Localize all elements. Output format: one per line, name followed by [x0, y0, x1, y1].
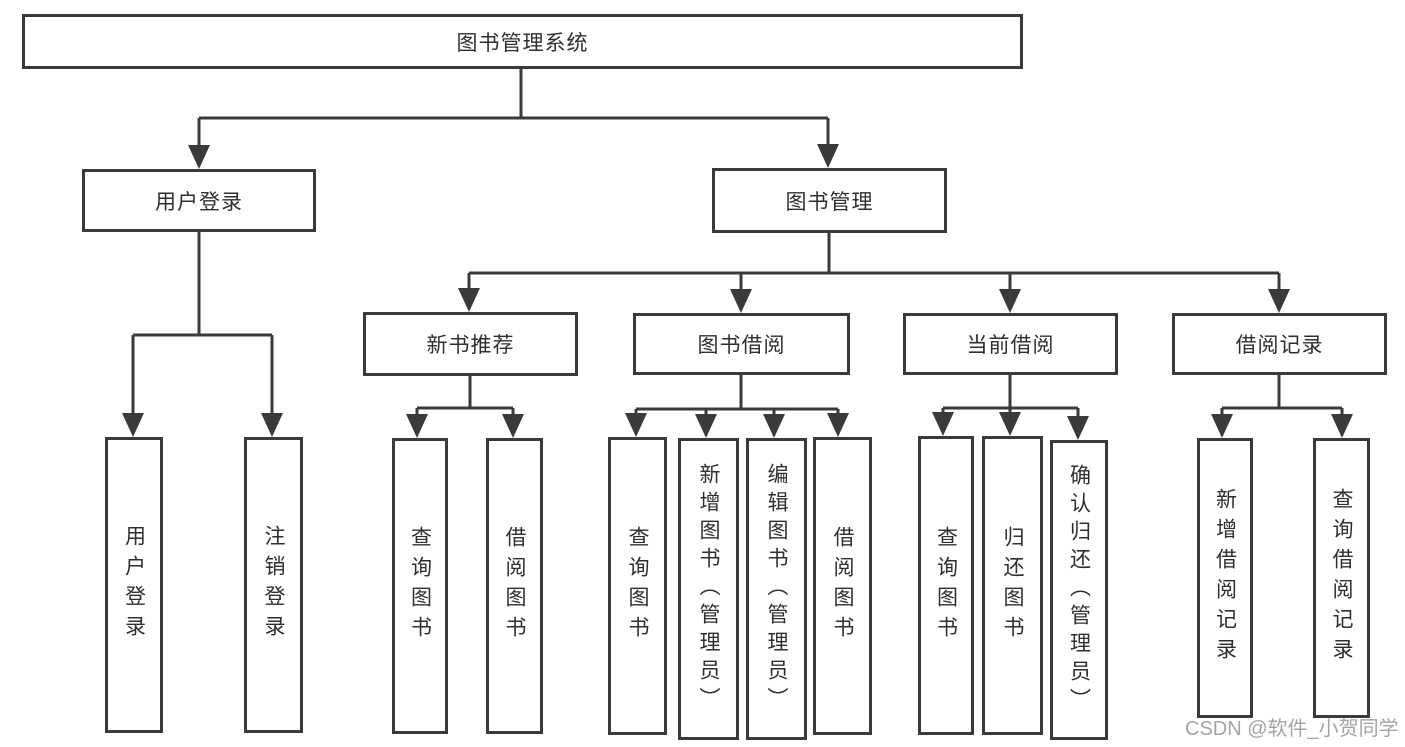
- node-new-book-recommend-label: 新书推荐: [426, 334, 515, 357]
- connector-recommend-branch: [406, 376, 524, 438]
- node-new-book-recommend: 新书推荐: [363, 312, 578, 376]
- leaf-recommend-query-books: 查询图书: [392, 438, 448, 734]
- leaf-borrow-add-books-admin-label: 新增图书（管理员）: [697, 463, 720, 715]
- connector-current-branch: [932, 375, 1089, 440]
- leaf-borrow-query-books: 查询图书: [608, 437, 667, 735]
- leaf-borrow-borrow-books: 借阅图书: [813, 437, 872, 735]
- leaf-recommend-query-books-label: 查询图书: [408, 526, 432, 646]
- node-user-login-label: 用户登录: [155, 190, 243, 214]
- leaf-current-return-books: 归还图书: [982, 436, 1043, 735]
- node-current-borrow: 当前借阅: [903, 313, 1118, 375]
- leaf-logout: 注销登录: [244, 437, 303, 733]
- node-book-management-label: 图书管理: [785, 190, 874, 214]
- node-root: 图书管理系统: [22, 14, 1023, 69]
- node-book-borrow-label: 图书借阅: [697, 334, 786, 357]
- connector-mgmt-to-level2: [458, 233, 1290, 313]
- csdn-watermark: CSDN @软件_小贺同学: [1185, 718, 1399, 740]
- connector-records-branch: [1211, 375, 1353, 438]
- leaf-current-confirm-return-admin-label: 确认归还（管理员）: [1067, 464, 1091, 716]
- leaf-records-query-record-label: 查询借阅记录: [1330, 488, 1353, 668]
- leaf-user-login-label: 用户登录: [122, 525, 146, 645]
- leaf-current-confirm-return-admin: 确认归还（管理员）: [1050, 440, 1108, 740]
- node-root-label: 图书管理系统: [456, 31, 589, 55]
- leaf-logout-label: 注销登录: [262, 525, 285, 645]
- connector-login-branch: [122, 232, 283, 437]
- leaf-recommend-borrow-books: 借阅图书: [486, 438, 543, 734]
- leaf-current-query-books: 查询图书: [918, 436, 974, 735]
- node-user-login: 用户登录: [82, 169, 316, 232]
- leaf-records-add-record: 新增借阅记录: [1197, 438, 1253, 718]
- connector-root-to-level1: [188, 69, 839, 169]
- node-book-management: 图书管理: [712, 168, 947, 233]
- leaf-borrow-add-books-admin: 新增图书（管理员）: [678, 438, 739, 740]
- node-book-borrow: 图书借阅: [633, 313, 850, 375]
- leaf-records-add-record-label: 新增借阅记录: [1213, 488, 1237, 668]
- leaf-user-login: 用户登录: [105, 437, 163, 733]
- leaf-current-return-books-label: 归还图书: [1001, 525, 1024, 646]
- leaf-records-query-record: 查询借阅记录: [1313, 438, 1370, 718]
- leaf-borrow-edit-books-admin: 编辑图书（管理员）: [746, 438, 807, 740]
- leaf-borrow-query-books-label: 查询图书: [626, 526, 649, 646]
- leaf-recommend-borrow-books-label: 借阅图书: [503, 526, 526, 646]
- node-current-borrow-label: 当前借阅: [966, 334, 1055, 357]
- node-borrow-records: 借阅记录: [1172, 313, 1387, 375]
- leaf-borrow-borrow-books-label: 借阅图书: [831, 526, 854, 646]
- connector-borrow-branch: [625, 375, 849, 438]
- leaf-borrow-edit-books-admin-label: 编辑图书（管理员）: [765, 463, 788, 715]
- leaf-current-query-books-label: 查询图书: [934, 525, 958, 646]
- node-borrow-records-label: 借阅记录: [1235, 334, 1324, 357]
